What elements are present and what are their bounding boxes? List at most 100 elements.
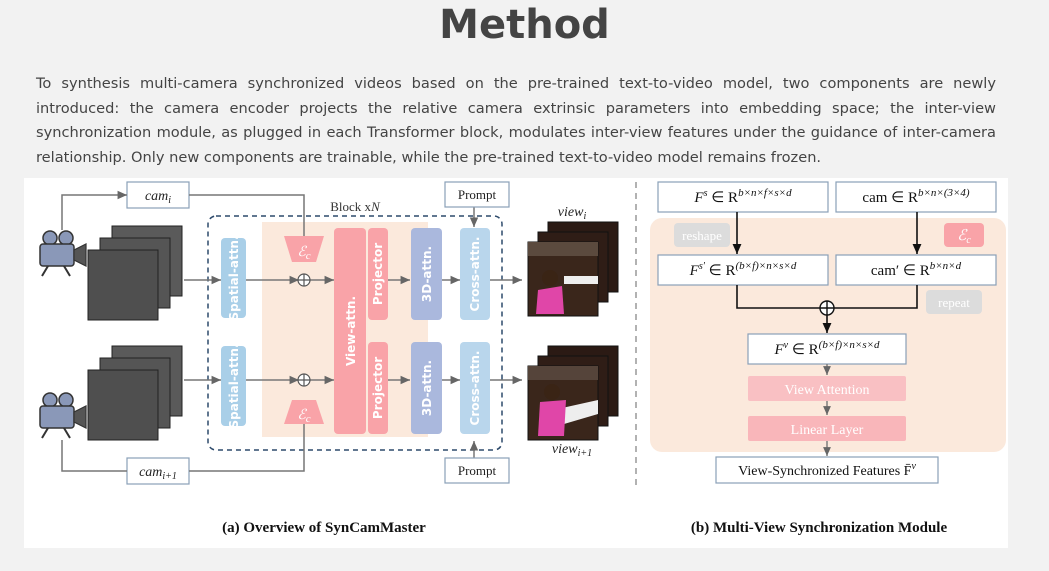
block-label-text: Block x — [330, 199, 371, 214]
repeat-label: repeat — [938, 295, 970, 310]
enc-b-sym: ℰ — [957, 228, 968, 244]
prompt-top-label: Prompt — [458, 187, 497, 202]
fs-prime-box — [657, 254, 829, 286]
enc-top-sub: c — [306, 250, 311, 262]
reshape-tag — [674, 223, 730, 247]
camera-encoder-top — [284, 236, 324, 262]
fs-prime-label: Fs′ ∈ R(b×f)×n×s×d — [689, 260, 797, 279]
linear-layer-label: Linear Layer — [791, 423, 864, 438]
spatial-attn-bottom — [221, 346, 246, 426]
fsp-f: F — [689, 263, 700, 279]
encoder-tag — [944, 223, 984, 247]
figure-svg: Block xN cami cami+1 — [39, 181, 1006, 536]
cross-attn-bottom — [460, 342, 490, 434]
fv-rest: ∈ R — [788, 342, 819, 358]
prompt-top-box — [444, 181, 510, 208]
encoder-tag-label: ℰc — [957, 228, 971, 246]
spatial-attn-top-label: Spatial-attn. — [227, 235, 241, 320]
cam-bottom-box — [126, 457, 190, 485]
spatial-attn-bottom-label: Spatial-attn. — [227, 343, 241, 428]
output-text: View-Synchronized Features F̄ — [738, 463, 912, 479]
cam-prime-label: cam′ ∈ Rb×n×d — [871, 260, 962, 279]
latent-stack-top — [87, 225, 183, 321]
view-attn-label: View-attn. — [344, 296, 358, 366]
projector-bottom — [368, 342, 388, 434]
encoder-top-label: ℰc — [297, 245, 310, 262]
enc-bot-sym: ℰ — [297, 408, 307, 423]
output-sup: v — [911, 461, 916, 472]
encoder-bottom-label: ℰc — [297, 408, 310, 425]
cross-attn-top-label: Cross-attn. — [468, 237, 482, 312]
spatial-attn-top — [221, 238, 246, 318]
latent-stack-bottom — [87, 345, 183, 441]
camera-encoder-bottom — [284, 400, 324, 424]
enc-top-sym: ℰ — [297, 245, 307, 260]
add-icon-top — [297, 273, 311, 287]
output-frames-bottom — [527, 345, 619, 441]
repeat-tag — [926, 290, 982, 314]
projector-top-label: Projector — [371, 243, 385, 305]
cam-bottom-text: cam — [139, 465, 162, 480]
cam-input-dims: b×n×(3×4) — [918, 187, 970, 199]
attn-3d-top-label: 3D-attn. — [420, 246, 434, 302]
view-bottom-label: viewi+1 — [552, 442, 592, 459]
attn-3d-bottom — [411, 342, 442, 434]
fv-f: F — [773, 342, 784, 358]
add-icon-bottom — [297, 373, 311, 387]
enc-b-sub: c — [966, 235, 971, 246]
fs-label: Fs ∈ Rb×n×f×s×d — [693, 187, 792, 206]
view-attn-block — [334, 228, 366, 434]
cam-top-text: cam — [145, 189, 168, 204]
cam-top-label: cami — [145, 189, 171, 206]
cam-top-sub: i — [168, 195, 171, 206]
view-bottom-text: view — [552, 442, 578, 457]
page-title: Method — [439, 2, 610, 48]
cam-prime-box — [835, 254, 997, 286]
fs-rest: ∈ R — [707, 190, 738, 206]
prompt-bottom-box — [444, 457, 510, 484]
fsp-rest: ∈ R — [705, 263, 736, 279]
attn-3d-top — [411, 228, 442, 320]
fs-sup: s — [704, 188, 708, 199]
fv-sup: v — [784, 340, 789, 351]
view-bottom-sub: i+1 — [578, 448, 593, 459]
fs-f: F — [693, 190, 704, 206]
caption-a: (a) Overview of SynCamMaster — [222, 520, 426, 536]
method-figure: Block xN cami cami+1 — [24, 178, 1008, 548]
projector-bottom-label: Projector — [371, 357, 385, 419]
cam-input-box — [835, 181, 997, 213]
linear-layer-block — [748, 416, 906, 441]
fv-box — [747, 333, 907, 365]
cam-input-label: cam ∈ Rb×n×(3×4) — [862, 187, 969, 206]
view-top-sub: i — [583, 211, 586, 222]
projector-top — [368, 228, 388, 320]
fv-label: Fv ∈ R(b×f)×n×s×d — [773, 339, 880, 358]
view-top-text: view — [558, 205, 584, 220]
reshape-label: reshape — [682, 228, 722, 243]
view-attention-label: View Attention — [784, 383, 869, 398]
cam-input-text: cam ∈ R — [862, 190, 918, 206]
output-label: View-Synchronized Features F̄v — [738, 461, 916, 479]
cam-bottom-sub: i+1 — [162, 471, 177, 482]
fs-box — [657, 181, 829, 213]
block-label-n: N — [370, 199, 381, 214]
camera-bottom-icon — [39, 392, 87, 439]
output-box — [715, 456, 939, 484]
cam-bottom-label: cami+1 — [139, 465, 177, 482]
prompt-bottom-label: Prompt — [458, 463, 497, 478]
block-dashed-border — [207, 215, 503, 451]
add-icon-sync — [819, 300, 835, 316]
attn-3d-bottom-label: 3D-attn. — [420, 360, 434, 416]
caption-b: (b) Multi-View Synchronization Module — [691, 520, 948, 536]
camp-text: cam′ ∈ R — [871, 263, 930, 279]
fsp-dims: (b×f)×n×s×d — [735, 260, 796, 272]
fv-dims: (b×f)×n×s×d — [819, 339, 880, 351]
output-frames-top — [527, 221, 619, 317]
fs-dims: b×n×f×s×d — [738, 187, 792, 199]
view-attention-block — [748, 376, 906, 401]
cross-attn-bottom-label: Cross-attn. — [468, 351, 482, 426]
view-top-label: viewi — [558, 205, 587, 222]
cam-top-box — [126, 181, 190, 209]
intro-paragraph: To synthesis multi-camera synchronized v… — [36, 75, 996, 166]
camp-dims: b×n×d — [930, 260, 962, 272]
